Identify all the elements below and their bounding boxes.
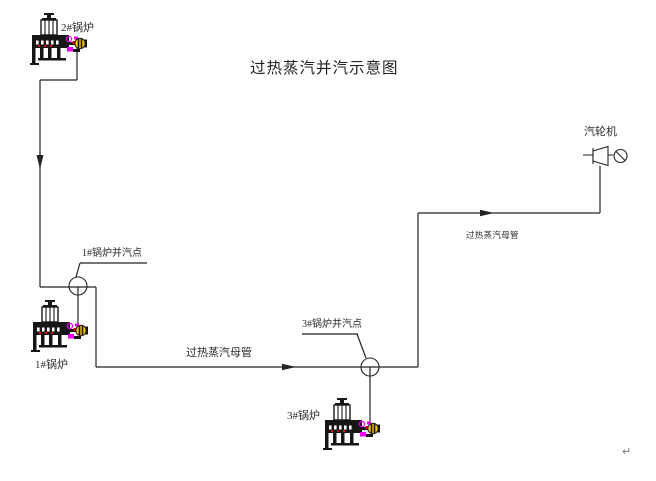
paragraph-return-mark: ↵ [622, 445, 632, 458]
flow-arrow-upper [480, 209, 494, 217]
boiler1-label: 1#锅炉 [35, 359, 68, 371]
boiler3-label: 3#锅炉 [287, 410, 320, 422]
junction1-label: 1#锅炉并汽点 [82, 248, 142, 259]
boiler2-label: 2#锅炉 [61, 22, 94, 34]
boiler3-icon [322, 397, 381, 451]
diagram-title: 过热蒸汽并汽示意图 [250, 60, 399, 77]
boiler1-icon [30, 299, 89, 353]
main-pipe-upper-label: 过热蒸汽母管 [466, 230, 519, 240]
flow-arrow-down [36, 155, 44, 169]
main-pipe-lower-label: 过热蒸汽母管 [186, 347, 252, 359]
flow-arrow-lower [282, 363, 296, 371]
junction3-circle [360, 357, 380, 377]
leader-junction3 [356, 333, 367, 359]
leader-junction1 [75, 262, 81, 278]
junction3-label: 3#锅炉并汽点 [302, 319, 362, 330]
junction1-circle [68, 276, 88, 296]
boiler2-icon [29, 12, 88, 66]
turbine-generator-icon [583, 145, 628, 167]
turbine-label: 汽轮机 [584, 126, 617, 138]
